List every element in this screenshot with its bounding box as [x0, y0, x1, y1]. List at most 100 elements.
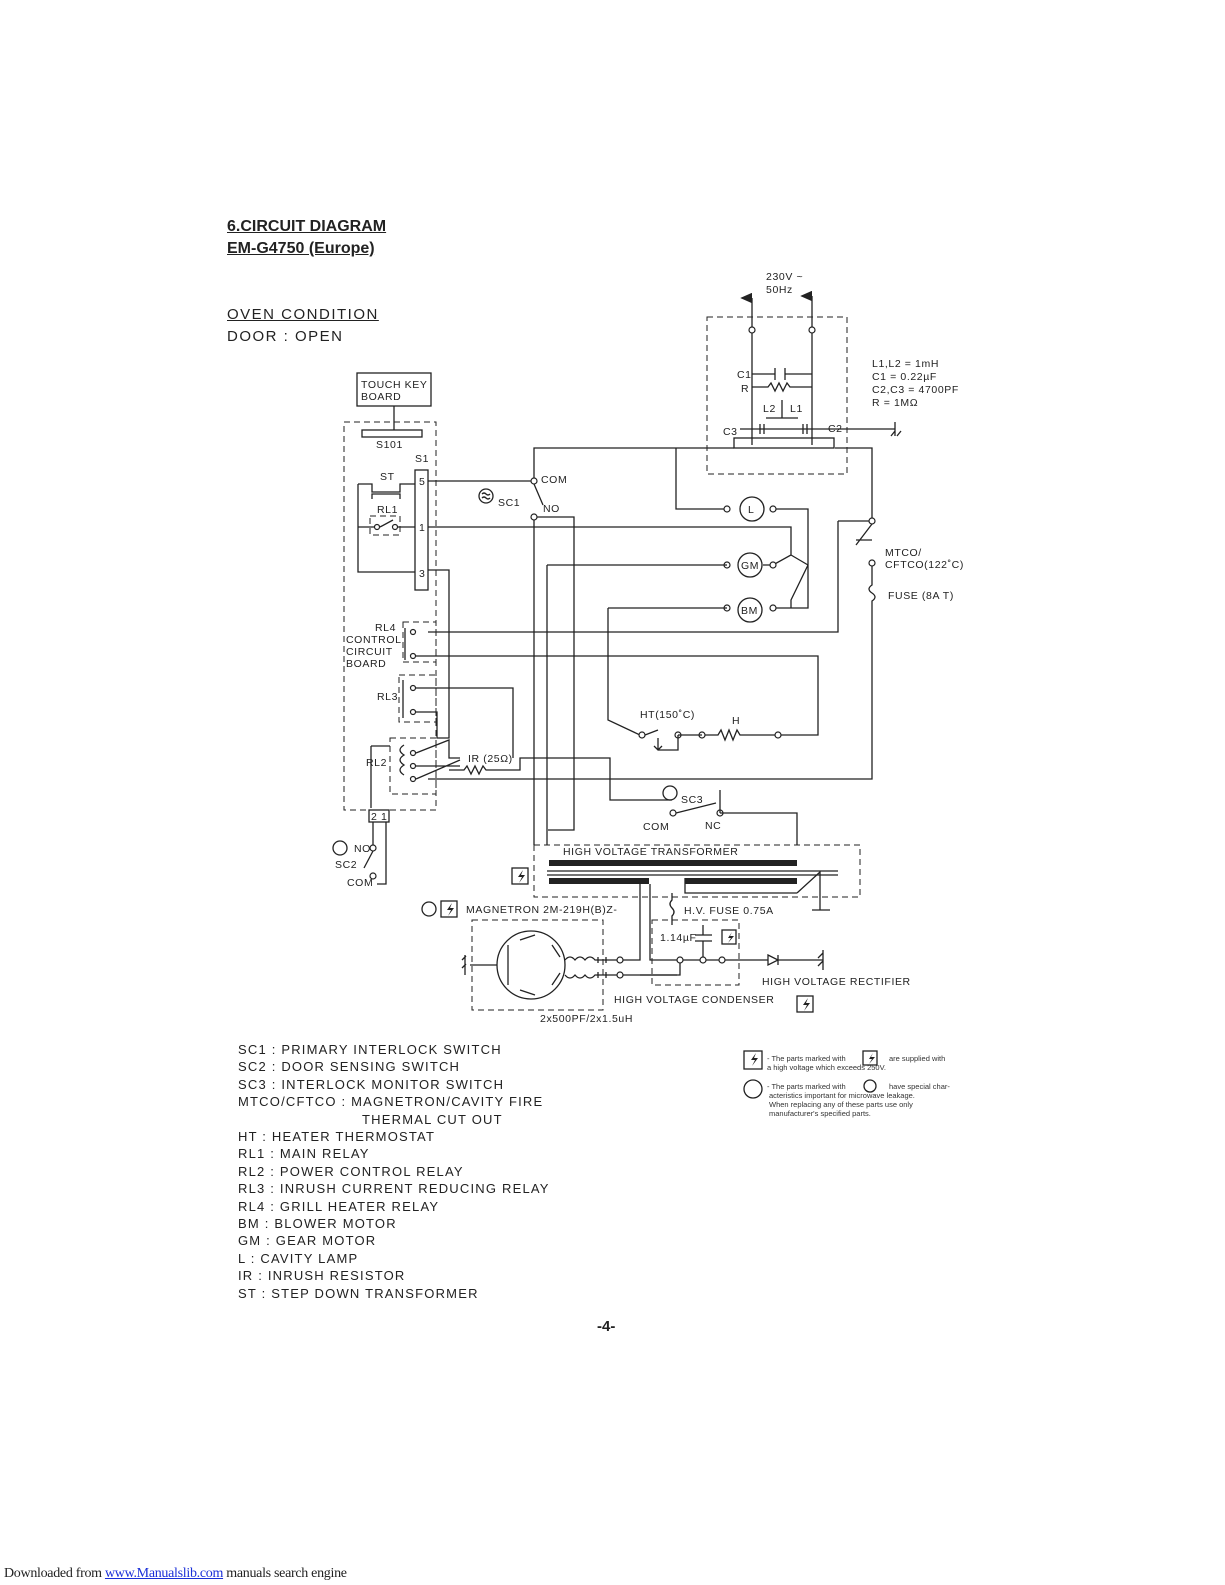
hv-primary-winding — [549, 860, 797, 866]
label-cftco: CFTCO(122˚C) — [885, 559, 964, 571]
label-c3: C3 — [723, 426, 738, 438]
power-frequency: 50Hz — [766, 284, 793, 296]
label-control-2: CIRCUIT — [346, 646, 393, 658]
label-rl3: RL3 — [377, 691, 398, 703]
oven-condition-title: OVEN CONDITION — [227, 306, 379, 323]
label-rl2: RL2 — [366, 757, 387, 769]
label-sc3: SC3 — [681, 794, 703, 806]
manualslib-link[interactable]: www.Manualslib.com — [104, 1566, 224, 1581]
pin-3: 3 — [419, 568, 425, 580]
label-mtco: MTCO/ — [885, 547, 922, 559]
label-rl4: RL4 — [375, 622, 396, 634]
blower-motor — [737, 597, 763, 623]
filter-ground — [835, 422, 902, 437]
hv-note-2: are supplied with — [889, 1054, 945, 1063]
legend-rl3: RL3 : INRUSH CURRENT REDUCING RELAY — [238, 1181, 550, 1197]
gear-motor — [737, 552, 763, 578]
note-hv-icon — [743, 1050, 763, 1070]
label-connector: 2 1 — [371, 811, 387, 823]
switch-sc1 — [533, 483, 544, 506]
mw-note-4: When replacing any of these parts use on… — [769, 1100, 913, 1109]
capacitors-c2-c3 — [740, 424, 835, 434]
legend-sc2: SC2 : DOOR SENSING SWITCH — [238, 1059, 461, 1075]
hv-transformer-box — [533, 844, 861, 898]
noise-filter-box — [706, 316, 848, 475]
label-sc1-com: COM — [541, 474, 567, 486]
label-control-1: CONTROL — [346, 634, 402, 646]
hv-condenser-box — [651, 919, 740, 986]
legend-st: ST : STEP DOWN TRANSFORMER — [238, 1285, 479, 1301]
label-ir: IR (25Ω) — [468, 753, 513, 765]
legend-rl2: RL2 : POWER CONTROL RELAY — [238, 1163, 464, 1179]
heater-h — [678, 728, 775, 742]
label-h: H — [732, 715, 740, 727]
label-capacitor: 1.14µF — [660, 932, 697, 944]
legend-gm: GM : GEAR MOTOR — [238, 1233, 377, 1249]
label-s101: S101 — [376, 439, 403, 451]
label-sc3-com: COM — [643, 821, 669, 833]
legend-sc1: SC1 : PRIMARY INTERLOCK SWITCH — [238, 1042, 502, 1057]
touch-key-label-2: BOARD — [361, 391, 401, 403]
footer-prefix: Downloaded from — [4, 1566, 105, 1581]
hv-warning-icon — [511, 867, 529, 885]
hv-rectifier — [649, 884, 823, 967]
label-sc2-com: COM — [347, 877, 373, 889]
legend-bm: BM : BLOWER MOTOR — [238, 1216, 397, 1232]
footer: Downloaded from www.Manualslib.com manua… — [4, 1566, 347, 1582]
label-control-3: BOARD — [346, 658, 386, 670]
note-mw-icon — [743, 1079, 763, 1099]
label-sc1: SC1 — [498, 497, 520, 509]
spec-l1-l2: L1,L2 = 1mH — [872, 358, 939, 370]
label-sc3-nc: NC — [705, 820, 721, 832]
spec-r: R = 1MΩ — [872, 397, 918, 409]
resistor-r — [752, 381, 812, 393]
label-gm: GM — [741, 560, 759, 572]
legend-rl4: RL4 : GRILL HEATER RELAY — [238, 1198, 440, 1214]
relay-rl2-coil — [370, 744, 406, 808]
label-st: ST — [380, 471, 395, 483]
mw-note-3: acteristics important for microwave leak… — [769, 1091, 915, 1100]
label-hv-transformer: HIGH VOLTAGE TRANSFORMER — [563, 846, 738, 858]
label-r: R — [741, 383, 749, 395]
label-lamp: L — [748, 504, 754, 516]
label-mag-filter: 2x500PF/2x1.5uH — [540, 1013, 633, 1025]
power-voltage: 230V ~ — [766, 271, 803, 283]
label-sc1-no: NO — [543, 503, 560, 515]
label-fuse: FUSE (8A T) — [888, 590, 954, 602]
heater-thermostat — [644, 729, 679, 751]
switch-sc3 — [675, 790, 798, 845]
legend-ht: HT : HEATER THERMOSTAT — [238, 1129, 436, 1145]
label-s1: S1 — [415, 453, 429, 465]
section-title: 6.CIRCUIT DIAGRAM — [227, 218, 387, 235]
thermal-cutout-and-fuse — [428, 523, 876, 780]
hv-note-3: a high voltage which exceeds 250V. — [767, 1063, 886, 1072]
switch-sc2 — [363, 850, 374, 869]
label-sc2: SC2 — [335, 859, 357, 871]
magnetron-tube — [496, 930, 566, 1000]
legend-sc3: SC3 : INTERLOCK MONITOR SWITCH — [238, 1076, 505, 1092]
control-board-box — [343, 421, 437, 811]
hv-fuse — [669, 893, 675, 925]
legend-ir: IR : INRUSH RESISTOR — [238, 1268, 406, 1284]
cavity-lamp — [739, 496, 765, 522]
label-ht: HT(150˚C) — [640, 709, 695, 721]
label-bm: BM — [741, 605, 758, 617]
microwave-leak-icon — [478, 488, 494, 504]
connector-s1 — [414, 469, 429, 591]
spec-c2-c3: C2,C3 = 4700PF — [872, 384, 959, 396]
inrush-resistor — [449, 757, 672, 801]
legend-mtco: MTCO/CFTCO : MAGNETRON/CAVITY FIRE — [238, 1094, 544, 1110]
filter-terminal-block — [733, 437, 835, 449]
inductor-l1-l2 — [766, 400, 798, 419]
label-rl1: RL1 — [377, 504, 398, 516]
connector-sc2 — [368, 809, 390, 823]
label-sc2-no: NO — [354, 843, 371, 855]
mw-note-5: manufacturer's specified parts. — [769, 1109, 871, 1118]
connector-s101 — [361, 429, 423, 438]
legend-mtco-cont: THERMAL CUT OUT — [362, 1111, 503, 1127]
label-hv-condenser: HIGH VOLTAGE CONDENSER — [614, 994, 774, 1006]
label-hv-fuse: H.V. FUSE 0.75A — [684, 905, 774, 917]
legend: SC1 : PRIMARY INTERLOCK SWITCH SC2 : DOO… — [238, 1041, 550, 1302]
legend-rl1: RL1 : MAIN RELAY — [238, 1146, 370, 1162]
